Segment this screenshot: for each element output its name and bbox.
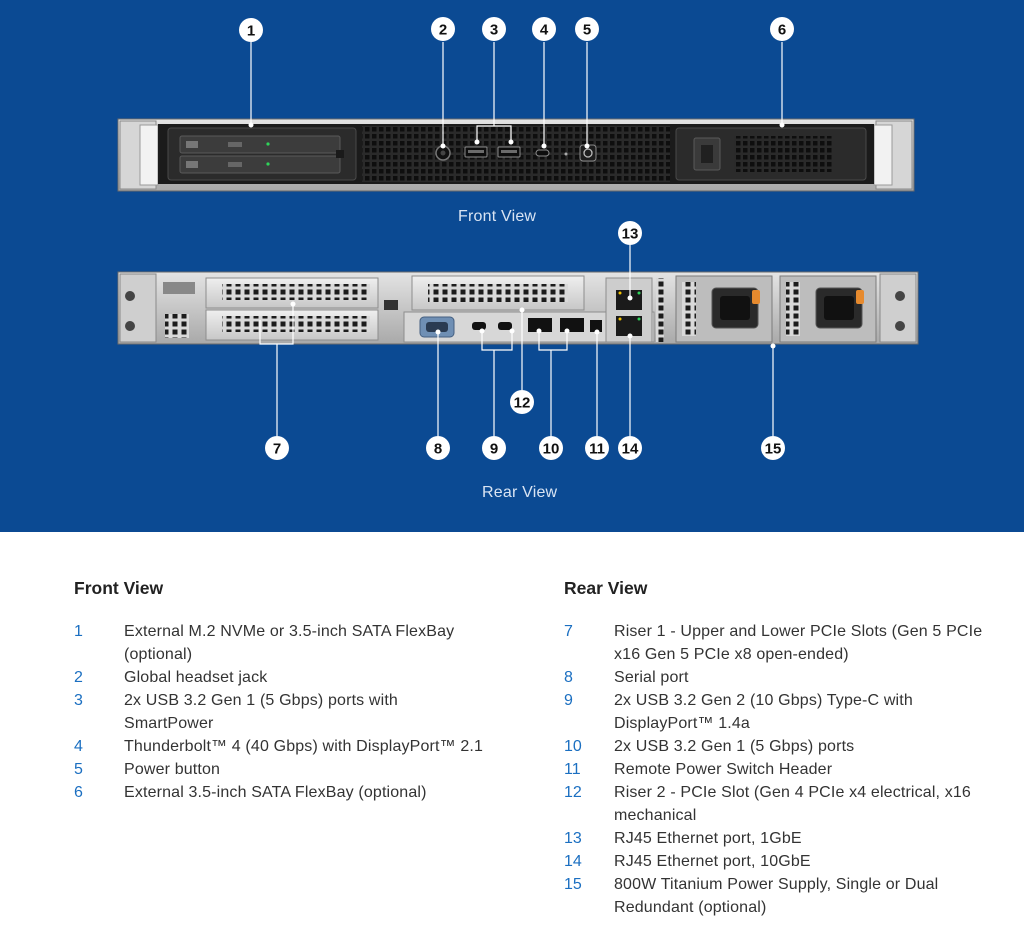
riser-1: [205, 277, 379, 341]
svg-text:4: 4: [540, 22, 549, 39]
sata-flexbay: [675, 127, 867, 181]
svg-text:9: 9: [490, 441, 498, 458]
callout-8: 8: [426, 436, 450, 460]
svg-text:8: 8: [434, 441, 442, 458]
server-diagram: 1 2 3 4 5 6 13 7 8 9 12 10 11 14 15: [117, 17, 919, 460]
front-chassis: [117, 118, 915, 192]
callout-3: 3: [482, 17, 506, 41]
svg-text:2: 2: [439, 22, 447, 39]
svg-text:10: 10: [543, 441, 560, 458]
callout-9: 9: [482, 436, 506, 460]
leader-lines: [250, 42, 783, 436]
callout-10: 10: [539, 436, 563, 460]
callout-5: 5: [575, 17, 599, 41]
callout-4: 4: [532, 17, 556, 41]
callout-12: 12: [510, 390, 534, 414]
callout-2: 2: [431, 17, 455, 41]
svg-text:7: 7: [273, 441, 281, 458]
svg-text:11: 11: [589, 441, 605, 458]
power-supplies: [675, 275, 877, 343]
svg-text:15: 15: [765, 441, 782, 458]
leader-dots: [248, 122, 785, 349]
callout-14: 14: [618, 436, 642, 460]
rear-legend-title: Rear View: [564, 578, 648, 598]
callout-13: 13: [618, 221, 642, 245]
diagram-panel: 1 2 3 4 5 6 13 7 8 9 12 10 11 14 15 Fron…: [0, 0, 1024, 532]
svg-text:13: 13: [622, 226, 639, 243]
svg-text:14: 14: [622, 441, 639, 458]
svg-text:6: 6: [778, 22, 786, 39]
svg-text:5: 5: [583, 22, 591, 39]
front-legend-title: Front View: [74, 578, 164, 598]
callout-6: 6: [770, 17, 794, 41]
rear-chassis: [117, 271, 919, 345]
svg-text:12: 12: [514, 395, 531, 412]
rear-view-caption: Rear View: [482, 484, 558, 501]
callout-11: 11: [585, 436, 609, 460]
svg-text:3: 3: [490, 22, 498, 39]
rear-io: [403, 277, 664, 343]
callout-1: 1: [239, 18, 263, 42]
svg-text:1: 1: [247, 23, 255, 40]
callout-15: 15: [761, 436, 785, 460]
front-view-caption: Front View: [458, 208, 537, 225]
callout-7: 7: [265, 436, 289, 460]
m2-flexbay: [167, 127, 357, 181]
riser-2: [411, 275, 585, 311]
